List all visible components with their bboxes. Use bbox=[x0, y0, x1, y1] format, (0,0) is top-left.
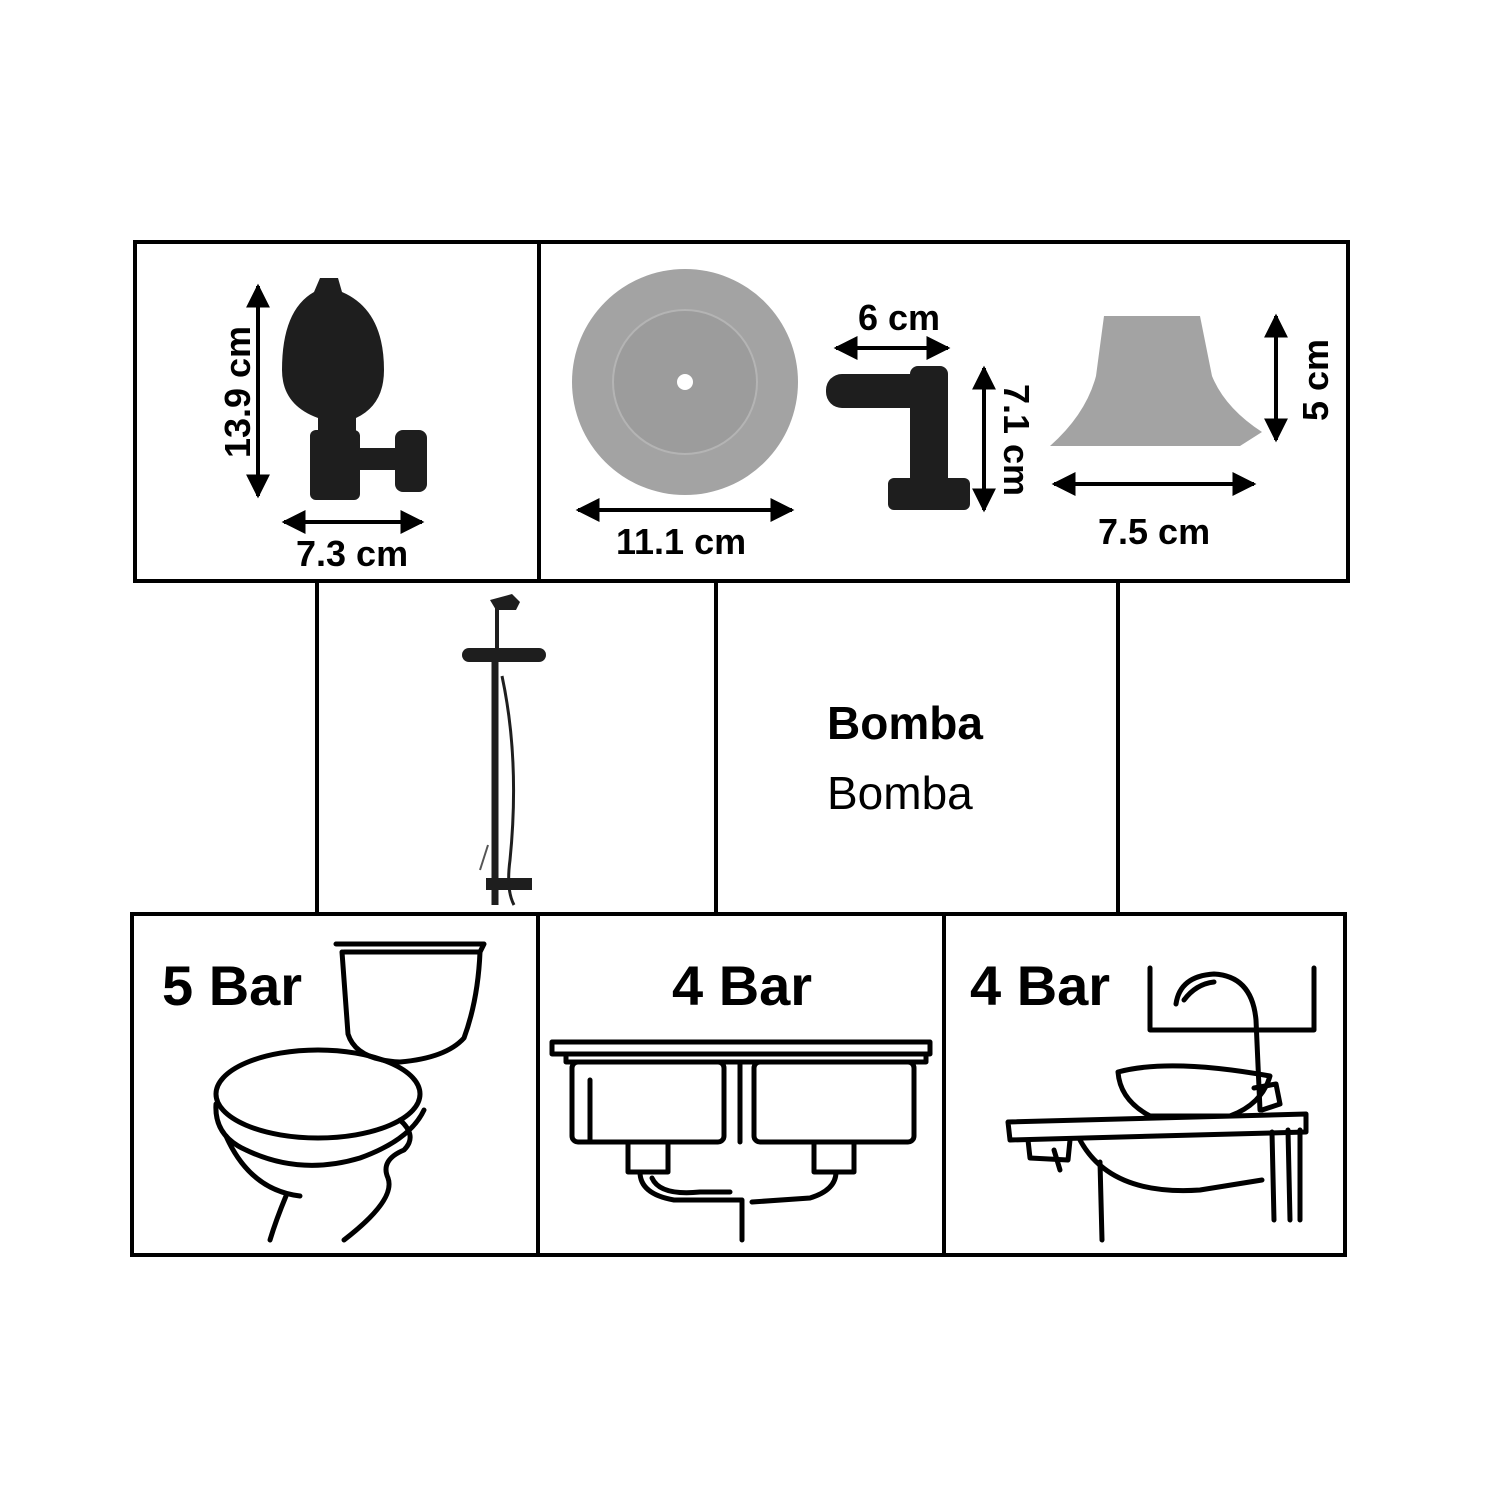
suction-cup-diameter-label: 11.1 cm bbox=[616, 521, 747, 562]
valve-width-label: 7.3 cm bbox=[296, 533, 409, 574]
bathroom-sink-panel bbox=[942, 912, 1347, 1257]
pump-title: Bomba bbox=[827, 697, 983, 749]
kitchen-sink-pressure-label: 4 Bar bbox=[672, 954, 813, 1017]
divider-line bbox=[1116, 583, 1120, 913]
divider-line bbox=[315, 583, 319, 913]
cone-width-label: 7.5 cm bbox=[1098, 511, 1211, 552]
toilet-pressure-label: 5 Bar bbox=[162, 954, 303, 1017]
pump-subtitle: Bomba bbox=[827, 767, 973, 819]
divider-line bbox=[714, 583, 718, 913]
bathroom-sink-pressure-label: 4 Bar bbox=[970, 954, 1111, 1017]
toilet-panel bbox=[130, 912, 540, 1257]
connector-width-label: 6 cm bbox=[858, 297, 941, 338]
